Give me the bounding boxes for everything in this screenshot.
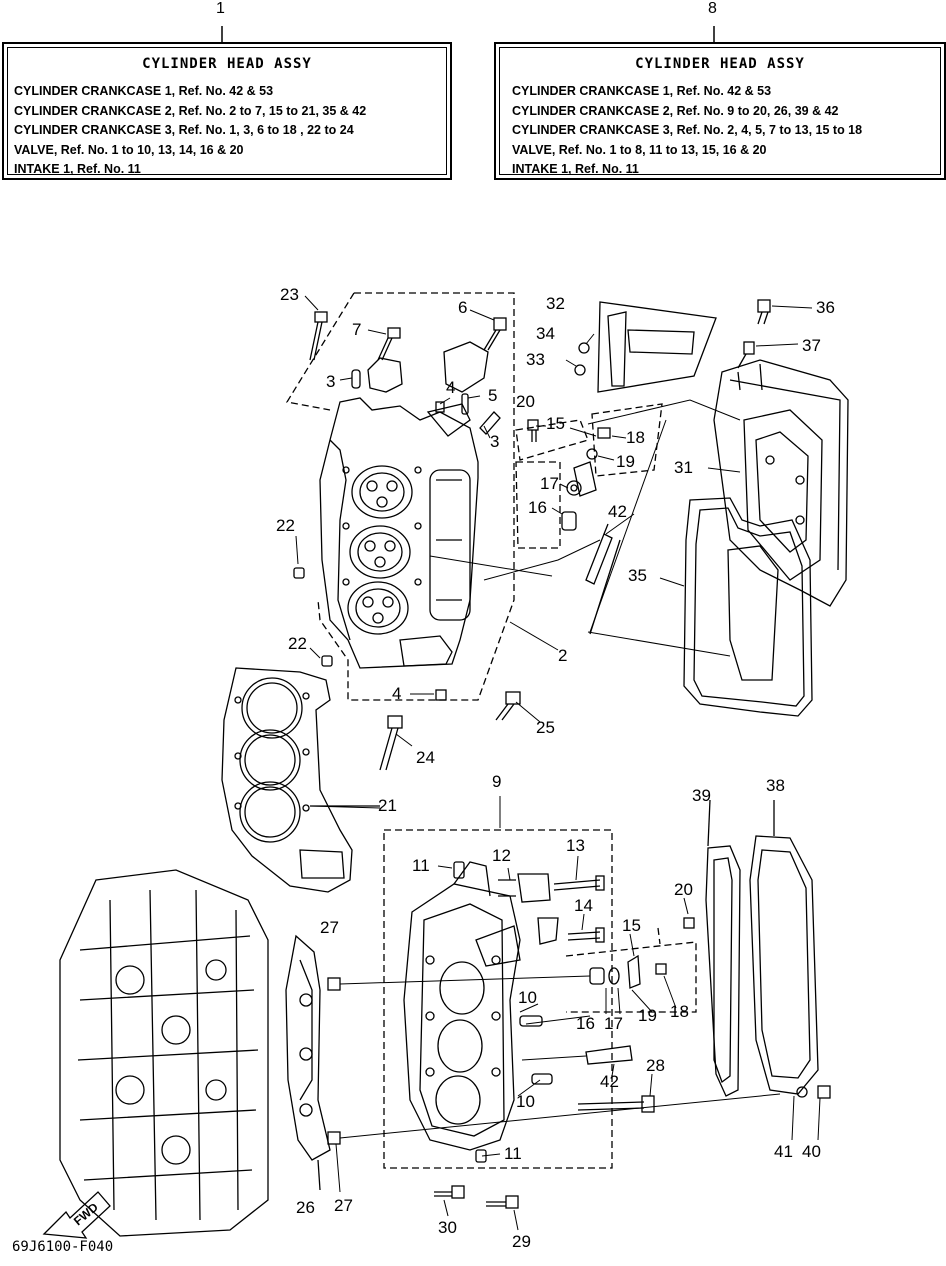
valve-cover-gasket [589, 497, 813, 717]
assembly-box-title: CYLINDER HEAD ASSY [635, 56, 805, 72]
callout-number: 37 [802, 336, 821, 355]
callout-number: 22 [288, 634, 307, 653]
callout-number: 35 [628, 566, 647, 585]
assembly-box-lines: CYLINDER CRANKCASE 1, Ref. No. 42 & 53 C… [512, 82, 862, 180]
callout-number: 14 [574, 896, 593, 915]
assembly-line: CYLINDER CRANKCASE 1, Ref. No. 42 & 53 [14, 84, 274, 98]
callout-number: 15 [546, 414, 565, 433]
assembly-ref-1: 1 [216, 0, 225, 17]
callout-number: 17 [604, 1014, 623, 1033]
callout-number: 5 [488, 386, 498, 405]
callout-number: 19 [638, 1006, 657, 1025]
assembly-line: VALVE, Ref. No. 1 to 8, 11 to 13, 15, 16… [512, 142, 767, 157]
callout-number: 20 [674, 880, 693, 899]
callout-number: 24 [416, 748, 435, 767]
assembly-line: VALVE, Ref. No. 1 to 10, 13, 14, 16 & 20 [14, 142, 244, 157]
callout-number: 36 [816, 298, 835, 317]
assembly-box-lines: CYLINDER CRANKCASE 1, Ref. No. 42 & 53 C… [14, 82, 366, 180]
callout-number: 27 [320, 918, 339, 937]
callout-number: 19 [616, 452, 635, 471]
callout-number: 34 [536, 324, 555, 343]
callout-number: 10 [516, 1092, 535, 1111]
callout-number: 42 [608, 502, 627, 521]
upper-head-dashed-outline [285, 292, 515, 701]
exhaust-cover-39 [705, 799, 741, 1097]
callout-number: 10 [518, 988, 537, 1007]
assembly-line: INTAKE 1, Ref. No. 11 [512, 162, 639, 176]
callout-number: 15 [622, 916, 641, 935]
callout-number: 4 [446, 378, 456, 397]
callout-number: 32 [546, 294, 565, 313]
callout-number: 16 [528, 498, 547, 517]
callout-number: 16 [576, 1014, 595, 1033]
upper-leader-lines [295, 295, 813, 747]
callout-number: 28 [646, 1056, 665, 1075]
callout-number: 18 [626, 428, 645, 447]
callout-number: 41 [774, 1142, 793, 1161]
lower-head-dashed-outline [383, 829, 697, 1169]
callout-number: 18 [670, 1002, 689, 1021]
assembly-ref-8: 8 [708, 0, 717, 17]
valve-cover [713, 359, 849, 607]
callout-number: 39 [692, 786, 711, 805]
assembly-box-title: CYLINDER HEAD ASSY [142, 56, 312, 72]
callout-number: 21 [378, 796, 397, 815]
assembly-line: CYLINDER CRANKCASE 2, Ref. No. 2 to 7, 1… [14, 103, 367, 118]
callout-number: 25 [536, 718, 555, 737]
callout-number: 22 [276, 516, 295, 535]
callout-number: 27 [334, 1196, 353, 1215]
callout-number: 4 [392, 684, 402, 703]
callout-number: 3 [490, 432, 500, 451]
fwd-arrow-icon [42, 1191, 111, 1239]
callout-number: 29 [512, 1232, 531, 1251]
callout-number: 3 [326, 372, 336, 391]
lower-cylinder-head [403, 861, 521, 1151]
callout-number: 31 [674, 458, 693, 477]
assembly-line: INTAKE 1, Ref. No. 11 [14, 162, 141, 176]
exhaust-cover-38 [749, 800, 819, 1095]
lower-leader-lines [309, 796, 821, 1231]
callout-number: 17 [540, 474, 559, 493]
head-gasket-upper [221, 667, 380, 893]
upper-small-parts [293, 299, 771, 771]
callout-number: 20 [516, 392, 535, 411]
assembly-line: CYLINDER CRANKCASE 3, Ref. No. 1, 3, 6 t… [14, 123, 354, 137]
callout-number: 12 [492, 846, 511, 865]
assembly-line: CYLINDER CRANKCASE 2, Ref. No. 9 to 20, … [512, 103, 839, 118]
fwd-label: FWD [71, 1200, 101, 1229]
callout-number: 9 [492, 772, 502, 791]
assembly-box-8: CYLINDER HEAD ASSY CYLINDER CRANKCASE 1,… [494, 42, 946, 180]
head-gasket-lower [285, 934, 331, 1191]
assembly-line: CYLINDER CRANKCASE 3, Ref. No. 2, 4, 5, … [512, 123, 863, 137]
callout-number: 42 [600, 1072, 619, 1091]
callout-number: 40 [802, 1142, 821, 1161]
callout-number: 30 [438, 1218, 457, 1237]
callout-number: 33 [526, 350, 545, 369]
callout-number: 13 [566, 836, 585, 855]
assembly-box-1: CYLINDER HEAD ASSY CYLINDER CRANKCASE 1,… [2, 42, 452, 180]
callout-number: 38 [766, 776, 785, 795]
callout-number: 26 [296, 1198, 315, 1217]
assembly-line: CYLINDER CRANKCASE 1, Ref. No. 42 & 53 [512, 84, 772, 98]
callout-number: 11 [504, 1144, 522, 1163]
lower-small-parts [327, 861, 831, 1209]
callout-number: 6 [458, 298, 468, 317]
callout-number: 23 [280, 285, 299, 304]
callout-number: 2 [558, 646, 568, 665]
drawing-code: 69J6100-F040 [12, 1239, 114, 1255]
crankcase-block [59, 869, 269, 1237]
callout-number: 11 [412, 856, 430, 875]
upper-cylinder-head [319, 341, 489, 669]
callout-number: 7 [352, 320, 362, 339]
